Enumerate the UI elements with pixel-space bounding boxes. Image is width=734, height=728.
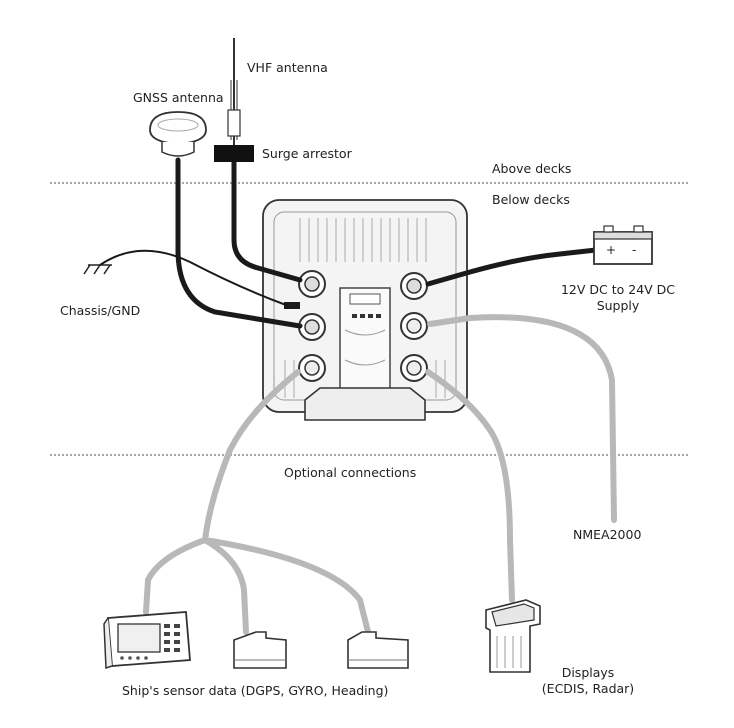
gyro-sensor (233, 631, 287, 669)
battery (593, 225, 653, 265)
displays-label-line1: Displays (561, 665, 615, 680)
display-connector (400, 354, 428, 382)
optional-connections-label: Optional connections (284, 465, 417, 480)
gnss-antenna-label: GNSS antenna (133, 90, 224, 105)
nmea2000-cable (427, 314, 617, 523)
displays-label-line2: (ECDIS, Radar) (541, 681, 635, 696)
vhf-antenna-label: VHF antenna (247, 60, 328, 75)
dgps-receiver (103, 611, 191, 670)
nmea2000-label: NMEA2000 (573, 527, 642, 542)
sensor-branch-cable-1 (143, 537, 208, 615)
battery-positive-terminal: + (606, 243, 616, 257)
supply-label-line1: 12V DC to 24V DC (560, 282, 676, 297)
chassis-gnd-label: Chassis/GND (60, 303, 141, 318)
ground-cable (99, 249, 287, 306)
above-decks-label: Above decks (492, 161, 572, 176)
gnss-connector (298, 313, 326, 341)
transceiver-unit (262, 199, 468, 421)
sensor-trunk-cable (202, 369, 301, 543)
gnss-antenna (149, 111, 207, 157)
power-connector (400, 272, 428, 300)
sensor-branch-cable-2 (202, 537, 249, 635)
gnss-cable (175, 157, 303, 329)
sensor-connector (298, 354, 326, 382)
vhf-connector (298, 270, 326, 298)
ground-lug (284, 302, 300, 309)
power-cable (425, 247, 599, 287)
display-cable (425, 369, 515, 603)
battery-negative-terminal: - (632, 243, 636, 257)
surge-arrestor-label: Surge arrestor (262, 146, 352, 161)
cooling-fins (284, 218, 446, 398)
sensor-branch-cable-3 (202, 537, 371, 635)
below-decks-label: Below decks (492, 192, 570, 207)
vhf-cable (231, 159, 303, 283)
vhf-antenna (227, 38, 241, 145)
supply-label-line2: Supply (596, 298, 640, 313)
sensor-data-label: Ship's sensor data (DGPS, GYRO, Heading) (122, 683, 389, 698)
ground-symbol (83, 264, 112, 275)
heading-sensor (347, 631, 409, 669)
display-console (485, 599, 541, 673)
surge-arrestor (214, 145, 254, 162)
nmea2000-connector (400, 312, 428, 340)
